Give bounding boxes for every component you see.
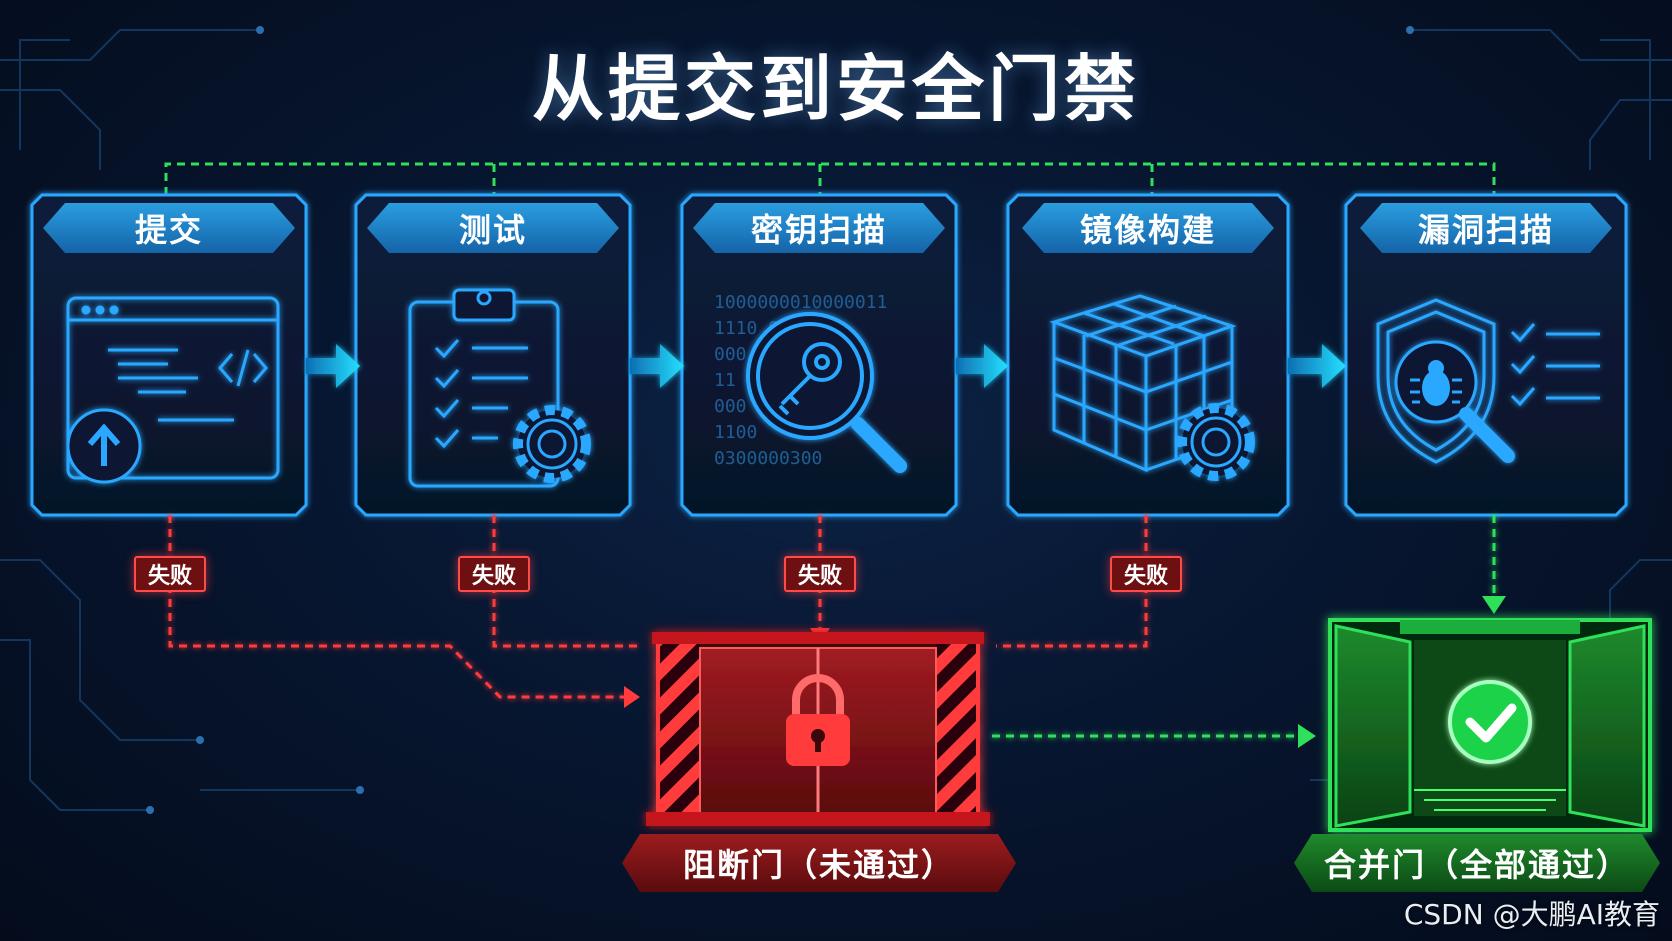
fail-badge-test: 失败 xyxy=(458,556,530,592)
fail-badge-secret-scan: 失败 xyxy=(784,556,856,592)
fail-badge-image-build: 失败 xyxy=(1110,556,1182,592)
merge-gate-label: 合并门（全部通过） xyxy=(1294,834,1660,892)
flow-arrow-3 xyxy=(956,344,1008,388)
fail-badge-commit: 失败 xyxy=(134,556,206,592)
flow-arrows xyxy=(306,344,1346,388)
stage-header-secret-scan: 密钥扫描 xyxy=(693,203,945,253)
stage-header-commit: 提交 xyxy=(43,203,295,253)
stage-header-vuln-scan: 漏洞扫描 xyxy=(1360,203,1612,253)
flow-arrow-4 xyxy=(1288,344,1346,388)
padlock-icon xyxy=(786,674,850,766)
binary-row: 1000000010000011 xyxy=(714,292,887,313)
page-title: 从提交到安全门禁 xyxy=(531,47,1140,131)
stage-test: 测试 xyxy=(355,193,631,515)
shield-bug-magnifier-icon xyxy=(1376,298,1600,464)
binary-row: 1100 xyxy=(714,422,757,443)
stage-secret-scan: 密钥扫描 xyxy=(681,193,957,515)
code-window-upload-icon xyxy=(66,296,280,484)
checkmark-icon xyxy=(1448,680,1532,764)
block-gate-label: 阻断门（未通过） xyxy=(622,834,1016,892)
watermark: CSDN @大鹏AI教育 xyxy=(1403,898,1660,931)
stage-commit: 提交 xyxy=(31,193,307,515)
stage-vuln-scan: 漏洞扫描 xyxy=(1348,193,1624,515)
stage-image-build: 镜像构建 xyxy=(1010,193,1286,515)
flow-arrow-2 xyxy=(630,344,684,388)
stage-header-test: 测试 xyxy=(367,203,619,253)
pass-paths xyxy=(992,515,1496,738)
stage-header-image-build: 镜像构建 xyxy=(1022,203,1274,253)
pass-arrowheads xyxy=(1298,596,1506,748)
clipboard-checklist-gear-icon xyxy=(408,288,591,488)
binary-row: 0300000300 xyxy=(714,448,822,469)
cube-gear-icon xyxy=(1049,294,1255,481)
top-pass-bus xyxy=(164,162,1496,195)
flow-arrow-1 xyxy=(306,344,360,388)
